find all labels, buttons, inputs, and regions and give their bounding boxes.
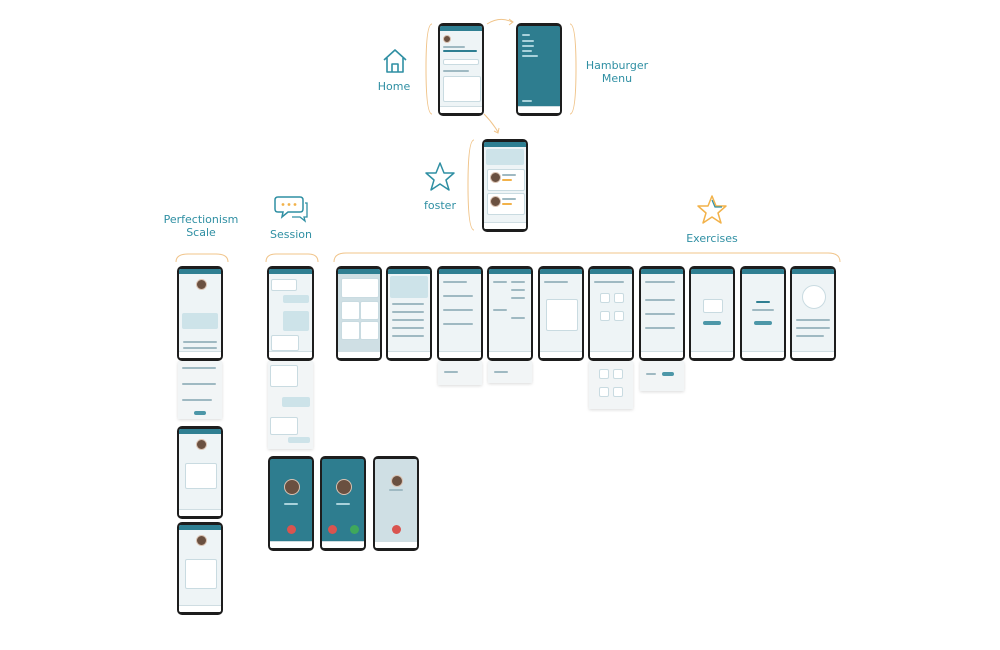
hamburger-menu-label: Hamburger Menu xyxy=(585,59,649,85)
home-screen-phone[interactable] xyxy=(438,23,484,116)
exercise-screen-3[interactable] xyxy=(437,266,483,361)
star-outline-icon xyxy=(425,162,455,191)
exercise-screen-1[interactable] xyxy=(336,266,382,361)
decline-call-button[interactable] xyxy=(328,525,337,534)
exercise-screen-8[interactable] xyxy=(689,266,735,361)
exercise-screen-4-extension xyxy=(488,361,532,383)
incoming-call-phone[interactable] xyxy=(268,456,314,551)
exercise-screen-7[interactable] xyxy=(639,266,685,361)
exercise-screen-6-extension xyxy=(589,361,633,409)
exercises-label: Exercises xyxy=(686,232,738,245)
chat-bubbles-icon xyxy=(274,196,308,223)
perfectionism-scale-phone-3[interactable] xyxy=(177,522,223,615)
exercise-screen-6[interactable] xyxy=(588,266,634,361)
home-icon xyxy=(383,49,407,73)
call-answer-phone[interactable] xyxy=(320,456,366,551)
exercise-screen-10[interactable] xyxy=(790,266,836,361)
outgoing-call-phone[interactable] xyxy=(373,456,419,551)
exercise-screen-3-extension xyxy=(438,361,482,385)
decline-call-button[interactable] xyxy=(287,525,296,534)
perfectionism-scale-scroll-extension xyxy=(178,361,222,419)
perfectionism-scale-label: Perfectionism Scale xyxy=(163,213,239,239)
exercise-screen-9[interactable] xyxy=(740,266,786,361)
exercise-screen-7-extension xyxy=(640,361,684,391)
perfectionism-scale-phone-1[interactable] xyxy=(177,266,223,361)
session-chat-phone[interactable] xyxy=(267,266,314,361)
exercise-screen-4[interactable] xyxy=(487,266,533,361)
session-label: Session xyxy=(270,228,312,241)
session-chat-scroll-extension xyxy=(268,361,313,449)
exercise-screen-5[interactable] xyxy=(538,266,584,361)
star-outline-icon xyxy=(697,195,727,224)
perfectionism-scale-phone-2[interactable] xyxy=(177,426,223,519)
decline-call-button[interactable] xyxy=(392,525,401,534)
hamburger-menu-phone[interactable] xyxy=(516,23,562,116)
accept-call-button[interactable] xyxy=(350,525,359,534)
foster-label: foster xyxy=(424,199,456,212)
exercise-screen-2[interactable] xyxy=(386,266,432,361)
home-label: Home xyxy=(377,80,411,93)
foster-screen-phone[interactable] xyxy=(482,139,528,232)
